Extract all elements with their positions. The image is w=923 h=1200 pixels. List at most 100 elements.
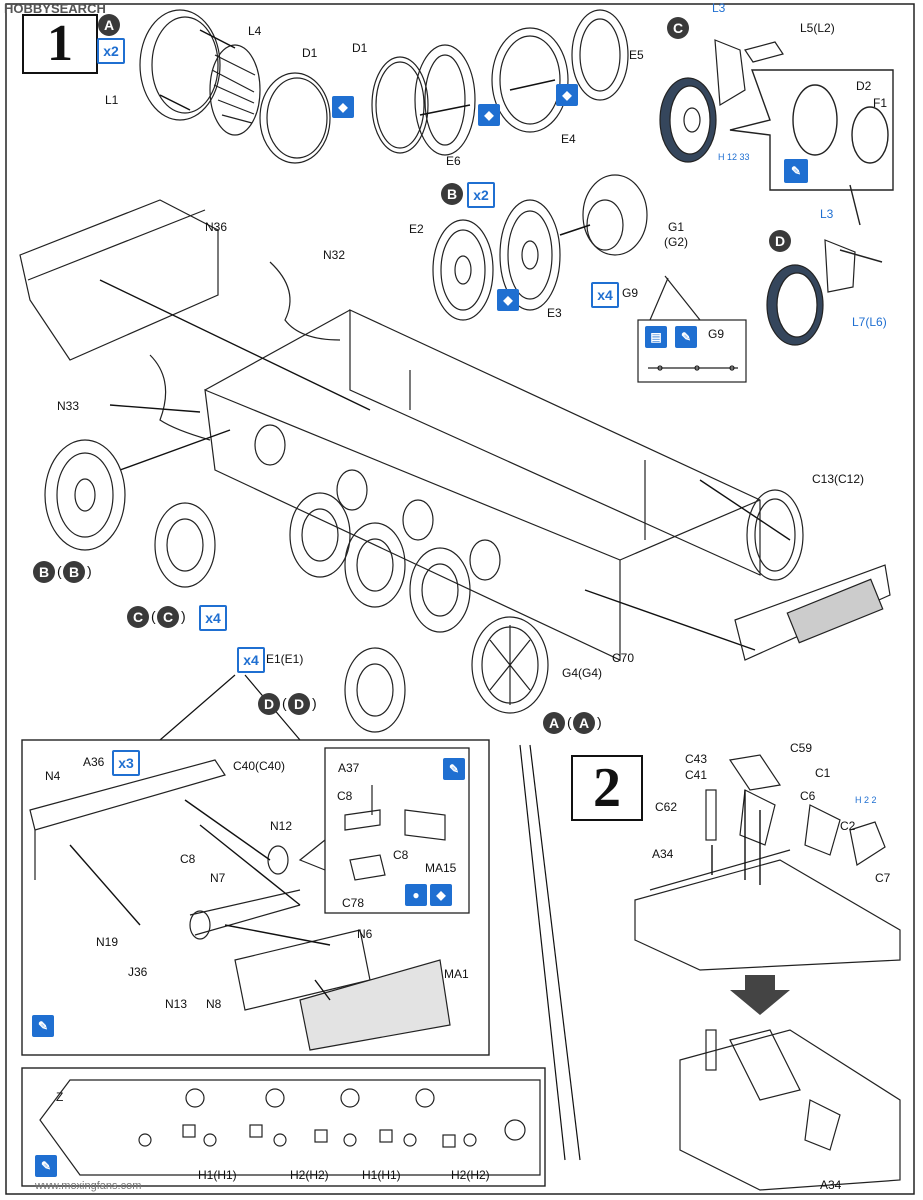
qty-x4-g9: x4 (591, 282, 619, 308)
label-l3a: L3 (712, 1, 726, 15)
label-c78: C78 (342, 896, 365, 910)
glue-icon-strip: ✎ (35, 1155, 57, 1177)
paren-d: ( (282, 695, 287, 711)
flip-icon-2: ◆ (478, 104, 500, 126)
label-e5: E5 (629, 48, 644, 62)
paren-d-close: ) (312, 695, 317, 711)
label-e4: E4 (561, 132, 576, 146)
circle-a-bottom-2: A (573, 712, 595, 734)
label-n19: N19 (96, 935, 119, 949)
label-c6: C6 (800, 789, 816, 803)
flip-icon-3: ◆ (556, 84, 578, 106)
label-c8c: C8 (393, 848, 409, 862)
label-c62: C62 (655, 800, 678, 814)
paren-b-close: ) (87, 563, 92, 579)
paint-icon-g9: ▤ (645, 326, 667, 348)
label-n7: N7 (210, 871, 226, 885)
label-e6: E6 (446, 154, 461, 168)
watermark-bottom: www.moxingfans.com (35, 1180, 142, 1192)
circle-b-top: B (441, 183, 463, 205)
label-c7: C7 (875, 871, 891, 885)
circle-b-left: B (33, 561, 55, 583)
qty-x4-c: x4 (199, 605, 227, 631)
circle-b-left-2: B (63, 561, 85, 583)
paren-a-close: ) (597, 714, 602, 730)
label-l3b: L3 (820, 207, 834, 221)
label-c8b: C8 (337, 789, 353, 803)
label-n4: N4 (45, 769, 61, 783)
circle-d-left: D (258, 693, 280, 715)
paren-c: ( (151, 608, 156, 624)
label-ma15: MA15 (425, 861, 457, 875)
flip-icon-inset: ◆ (430, 884, 452, 906)
label-a34a: A34 (652, 847, 674, 861)
label-n36: N36 (205, 220, 228, 234)
circle-c-left-2: C (157, 606, 179, 628)
label-a34b: A34 (820, 1178, 842, 1192)
label-h2b: H2(H2) (451, 1168, 490, 1182)
label-l1: L1 (105, 93, 119, 107)
drop-icon-inset: ● (405, 884, 427, 906)
circle-d-right: D (769, 230, 791, 252)
qty-x3-a36: x3 (112, 750, 140, 776)
label-g2: (G2) (664, 235, 688, 249)
qty-x2-b: x2 (467, 182, 495, 208)
label-c59: C59 (790, 741, 813, 755)
label-h1b: H1(H1) (362, 1168, 401, 1182)
paren-b: ( (57, 563, 62, 579)
label-l7: L7(L6) (852, 315, 887, 329)
label-g4: G4(G4) (562, 666, 603, 680)
label-c2: C2 (840, 819, 856, 833)
step-number-1: 1 (22, 14, 98, 74)
paren-a: ( (567, 714, 572, 730)
label-ma1: MA1 (444, 967, 469, 981)
qty-x4-e1: x4 (237, 647, 265, 673)
label-j36: J36 (128, 965, 148, 979)
label-h2s: H 2 2 (855, 795, 877, 805)
label-n33: N33 (57, 399, 80, 413)
glue-icon-g9: ✎ (675, 326, 697, 348)
label-g1: G1 (668, 220, 685, 234)
label-n32: N32 (323, 248, 346, 262)
label-e3: E3 (547, 306, 562, 320)
label-c8a: C8 (180, 852, 196, 866)
circle-c-top: C (667, 17, 689, 39)
circle-d-left-2: D (288, 693, 310, 715)
step-number-2: 2 (571, 755, 643, 821)
label-h1a: H1(H1) (198, 1168, 237, 1182)
label-l4: L4 (248, 24, 262, 38)
label-h12: H 12 33 (718, 152, 750, 162)
label-l5: L5(L2) (800, 21, 835, 35)
label-n6: N6 (357, 927, 373, 941)
label-h2a: H2(H2) (290, 1168, 329, 1182)
paren-c-close: ) (181, 608, 186, 624)
watermark-top: HOBBYSEARCH (4, 1, 106, 16)
label-z: Z (56, 1090, 64, 1104)
label-d1a: D1 (302, 46, 318, 60)
label-a37: A37 (338, 761, 360, 775)
label-c43: C43 (685, 752, 708, 766)
circle-a-top: A (98, 14, 120, 36)
label-c41: C41 (685, 768, 708, 782)
label-e2: E2 (409, 222, 424, 236)
glue-icon-top: ✎ (784, 159, 808, 183)
label-n13: N13 (165, 997, 188, 1011)
label-g9a: G9 (622, 286, 639, 300)
label-n8: N8 (206, 997, 222, 1011)
label-c1: C1 (815, 766, 831, 780)
glue-icon-lower: ✎ (32, 1015, 54, 1037)
qty-x2-top: x2 (97, 38, 125, 64)
label-c70: C70 (612, 651, 635, 665)
label-c13: C13(C12) (812, 472, 865, 486)
glue-icon-inset: ✎ (443, 758, 465, 780)
label-f1: F1 (873, 96, 888, 110)
flip-icon-4: ◆ (497, 289, 519, 311)
label-d2: D2 (856, 79, 872, 93)
label-d1b: D1 (352, 41, 368, 55)
label-e1: E1(E1) (266, 652, 304, 666)
circle-c-left: C (127, 606, 149, 628)
circle-a-bottom: A (543, 712, 565, 734)
label-g9b: G9 (708, 327, 725, 341)
label-n12: N12 (270, 819, 293, 833)
